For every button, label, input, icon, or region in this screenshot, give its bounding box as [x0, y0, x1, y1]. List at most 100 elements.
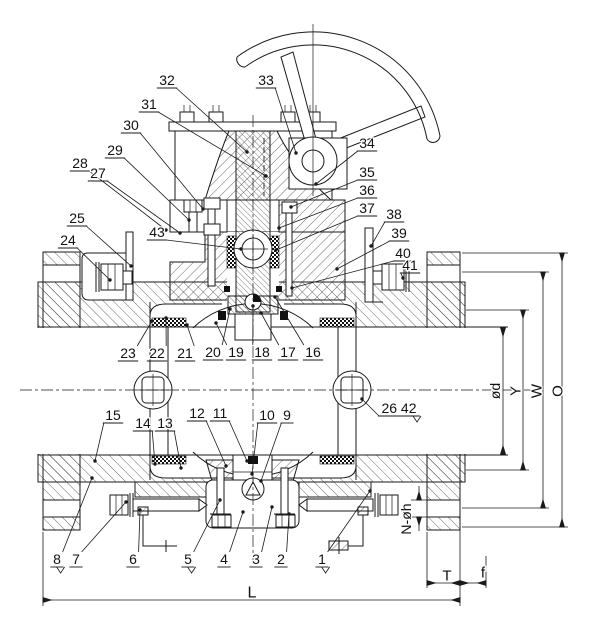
callout-33: 33: [255, 71, 298, 155]
callout-41: 41: [399, 256, 421, 280]
callout-number: 28: [72, 155, 88, 171]
plate-bolt: [179, 105, 195, 123]
callout-16: 16: [273, 295, 324, 361]
dimension-label-T: T: [442, 568, 451, 585]
trunnion-stud-left: [216, 467, 225, 521]
callout-35: 35: [289, 163, 378, 209]
callout-number: 21: [177, 345, 193, 361]
callout-number: 25: [69, 210, 85, 226]
callout-18: 18: [251, 304, 273, 361]
callout-number: 9: [283, 407, 291, 423]
callout-number: 18: [254, 344, 270, 360]
right-bracket-leg: [364, 227, 374, 303]
dimension-label-Nh: N-øh: [398, 503, 414, 534]
right-gland-stud-shaft: [285, 201, 293, 297]
callout-1: 1: [315, 489, 372, 574]
callout-number: 17: [280, 344, 296, 360]
callout-number: 39: [391, 225, 407, 241]
callout-number: 36: [359, 182, 375, 198]
callout-29: 29: [104, 141, 191, 222]
gland-stud-nut-lower: [203, 223, 221, 236]
callout-6: 6: [126, 508, 142, 568]
callout-number: 3: [252, 551, 260, 567]
right-joint-lug: [298, 481, 372, 498]
callout-8: 8: [50, 476, 94, 574]
trunnion-nut-left: [211, 514, 232, 528]
right-seat-seal-bottom: [319, 455, 355, 465]
callout-number: 27: [90, 165, 106, 181]
trunnion-nut-right: [275, 514, 296, 528]
dimension-label-W: W: [529, 383, 546, 398]
callout-number: 7: [72, 551, 80, 567]
left-flange-top-bolt-hole: [42, 264, 81, 283]
callout-22: 22: [146, 316, 168, 362]
callout-number: 19: [228, 344, 244, 360]
callout-number: 30: [123, 117, 139, 133]
callout-number: 43: [149, 224, 165, 240]
callout-9: 9: [259, 406, 294, 483]
callout-number: 10: [259, 407, 275, 423]
callout-34: 34: [314, 134, 378, 186]
callout-number: 38: [386, 206, 402, 222]
dimension-label-f: f: [481, 565, 486, 582]
gland-bolt-shaft: [188, 211, 198, 233]
dimension-lines: [42, 252, 568, 606]
trunnion-stud-right: [280, 467, 289, 521]
callout-12: 12: [186, 404, 228, 468]
right-seat-seal-top: [319, 317, 355, 328]
left-seat-seal-bottom: [151, 455, 187, 465]
callout-10: 10: [250, 406, 278, 476]
dimension-label-L: L: [248, 585, 257, 602]
callout-number: 4: [220, 551, 228, 567]
callout-4: 4: [217, 510, 245, 568]
dimension-label-Y: Y: [508, 386, 525, 396]
gland-bolt-head: [183, 199, 203, 213]
callout-37: 37: [274, 199, 378, 252]
callout-11: 11: [209, 404, 249, 463]
callout-19: 19: [214, 321, 247, 361]
top-joint-bolt-left: [95, 262, 133, 292]
callout-31: 31: [138, 95, 268, 178]
callout-39: 39: [335, 224, 410, 271]
callout-number: 12: [189, 405, 205, 421]
callout-number: 40: [395, 245, 411, 261]
earth-strap-right: [328, 506, 369, 554]
callout-number: 5: [184, 551, 192, 567]
bottom-joint-bolt-left: [109, 493, 208, 517]
callout-23: 23: [117, 319, 154, 362]
callout-30: 30: [120, 116, 205, 211]
left-seat-seal-top: [151, 317, 187, 328]
callout-20: 20: [202, 307, 232, 361]
callout-5: 5: [181, 498, 222, 574]
dimension-label-O: O: [550, 385, 567, 397]
callout-number: 2: [277, 551, 285, 567]
callout-43: 43: [146, 223, 243, 251]
callout-number: 22: [149, 345, 165, 361]
callout-number: 8: [53, 551, 61, 567]
trunnion-assembly: [205, 454, 300, 529]
callout-number: 41: [402, 257, 418, 273]
callout-number: 37: [359, 200, 375, 216]
right-flange-top-bolt-hole: [426, 264, 461, 283]
callout-number: 11: [213, 405, 228, 421]
callout-2: 2: [274, 512, 291, 568]
left-joint-lug: [134, 481, 208, 498]
callout-25: 25: [66, 209, 133, 268]
handwheel-rim-inner: [244, 44, 428, 140]
callout-number: 16: [305, 344, 321, 360]
callout-number: 29: [107, 142, 123, 158]
callout-40: 40: [290, 244, 414, 290]
bottom-joint-bolt-right: [298, 493, 399, 517]
callout-number: 15: [105, 407, 121, 423]
callout-number: 34: [359, 135, 375, 151]
earth-strap-left: [137, 506, 177, 552]
callout-number: 23: [120, 345, 136, 361]
callout-number: 33: [258, 72, 274, 88]
callout-24: 24: [57, 231, 112, 282]
callout-14: 14: [132, 414, 157, 466]
callout-7: 7: [69, 500, 128, 568]
